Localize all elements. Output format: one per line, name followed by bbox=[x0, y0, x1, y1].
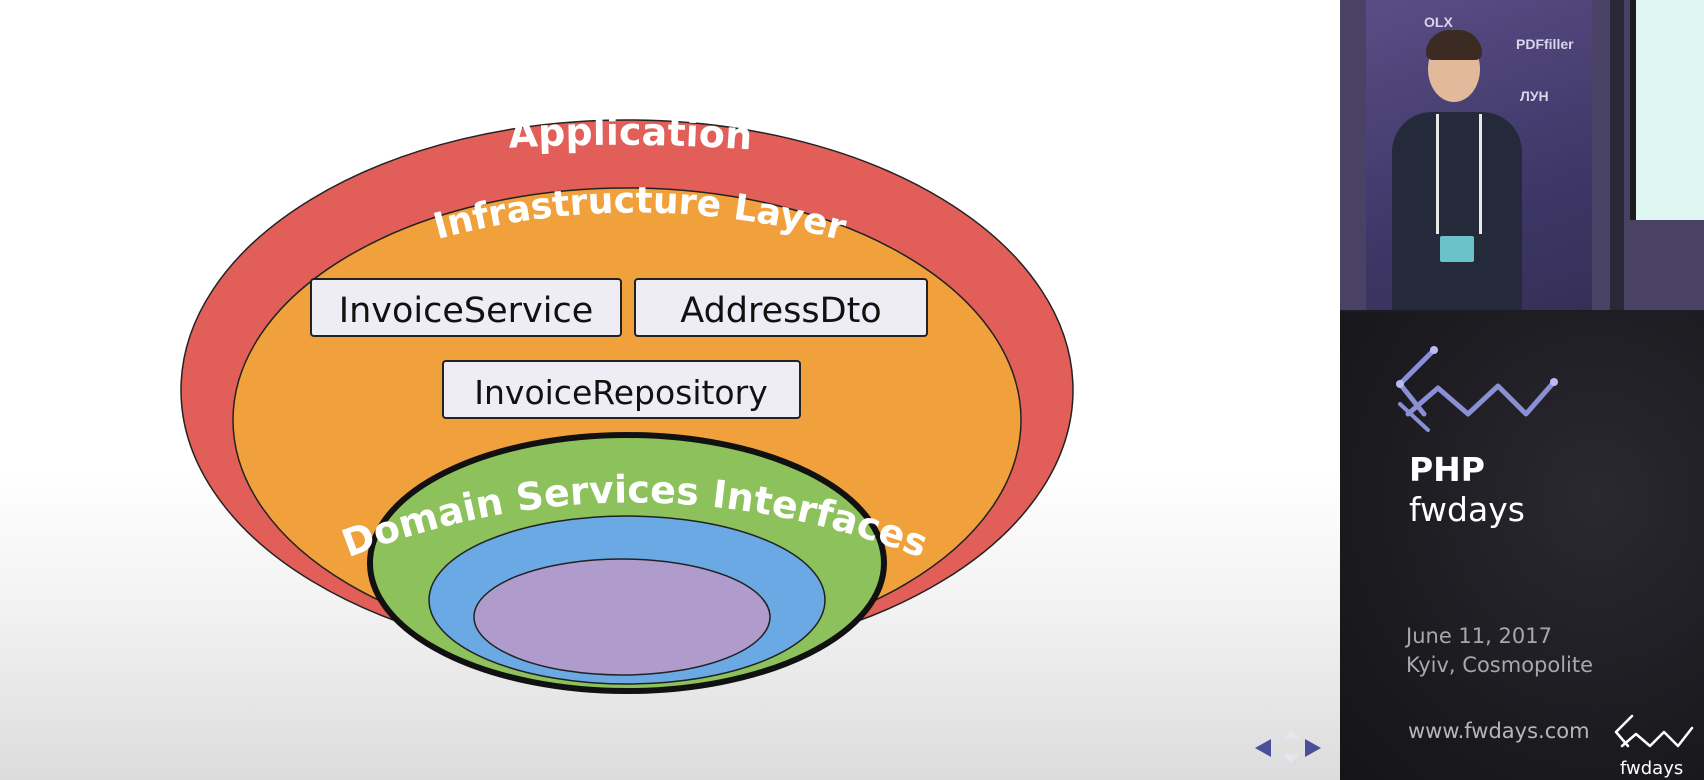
sponsor-logo: ЛУН bbox=[1520, 88, 1549, 104]
fwdays-small-logo-icon bbox=[1614, 714, 1694, 748]
slide-navigation bbox=[1255, 730, 1325, 764]
fwdays-brand: fwdays bbox=[1620, 758, 1684, 779]
speaker-hair bbox=[1426, 30, 1482, 60]
application-label: Application bbox=[507, 110, 753, 159]
event-url[interactable]: www.fwdays.com bbox=[1408, 719, 1590, 743]
event-date: June 11, 2017 bbox=[1406, 624, 1552, 648]
core-layer bbox=[473, 558, 771, 676]
address-dto-label: AddressDto bbox=[680, 291, 881, 331]
sidebar: OLX PDFfiller ЛУН PHP fwdays June 11, 20… bbox=[1340, 0, 1704, 780]
next-slide-icon[interactable] bbox=[1305, 739, 1321, 757]
lanyard bbox=[1436, 114, 1482, 234]
address-dto-box: AddressDto bbox=[634, 278, 928, 337]
nav-down-icon bbox=[1283, 754, 1299, 763]
invoice-service-box: InvoiceService bbox=[310, 278, 622, 337]
event-title: fwdays bbox=[1409, 490, 1525, 529]
invoice-service-label: InvoiceService bbox=[339, 291, 594, 331]
slide: Application Infrastructure Layer Domain … bbox=[0, 0, 1340, 780]
projector-screen bbox=[1630, 0, 1704, 220]
sponsor-logo: PDFfiller bbox=[1516, 36, 1574, 52]
nav-up-icon bbox=[1283, 730, 1299, 739]
screen-stand bbox=[1610, 0, 1624, 310]
fwdays-logo-icon bbox=[1396, 346, 1558, 432]
speaker-video: OLX PDFfiller ЛУН bbox=[1340, 0, 1704, 310]
invoice-repository-box: InvoiceRepository bbox=[442, 360, 801, 419]
name-badge bbox=[1440, 236, 1474, 262]
event-place: Kyiv, Cosmopolite bbox=[1406, 653, 1594, 677]
prev-slide-icon[interactable] bbox=[1255, 739, 1271, 757]
architecture-diagram: Application Infrastructure Layer Domain … bbox=[180, 110, 1074, 694]
speaker-body bbox=[1392, 112, 1522, 310]
sponsor-logo: OLX bbox=[1424, 14, 1453, 30]
event-title-php: PHP bbox=[1409, 450, 1485, 489]
invoice-repository-label: InvoiceRepository bbox=[474, 373, 767, 412]
event-info: PHP fwdays June 11, 2017 Kyiv, Cosmopoli… bbox=[1340, 312, 1704, 780]
